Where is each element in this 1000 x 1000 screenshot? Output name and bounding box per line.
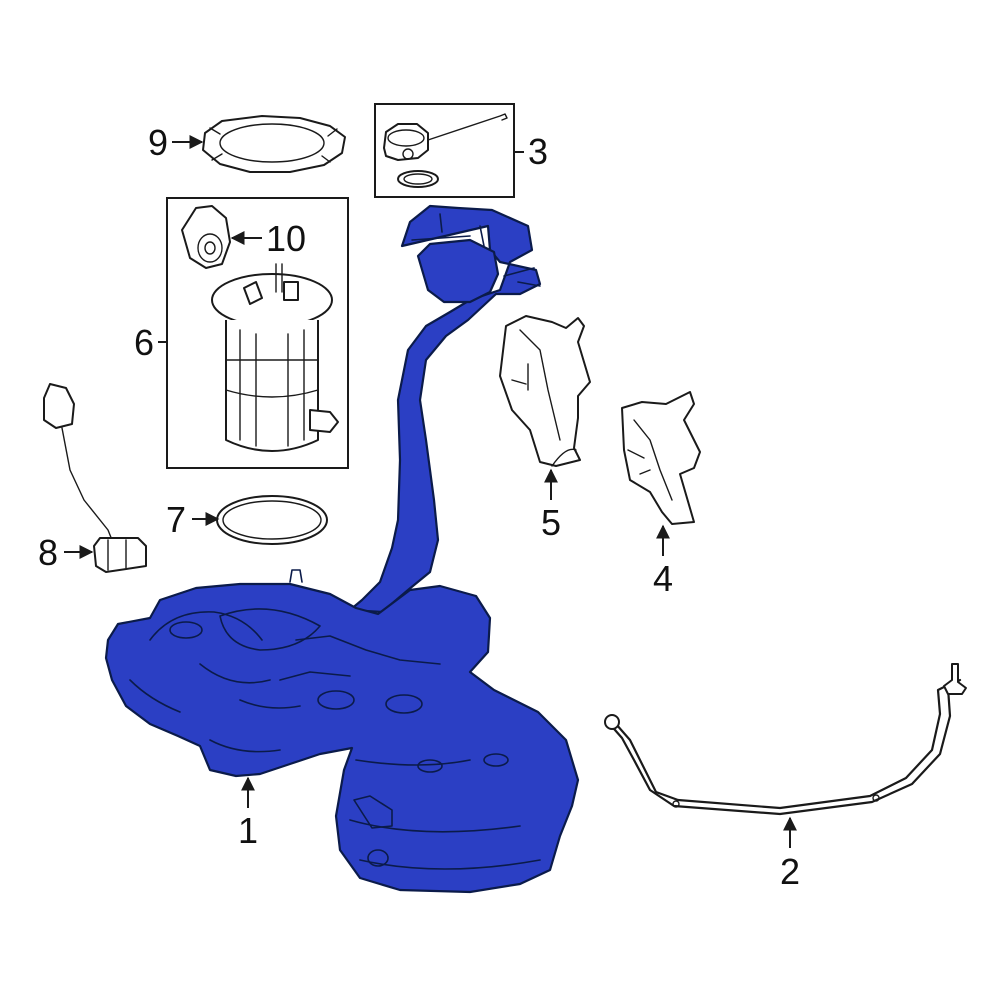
callout-8: 8 xyxy=(38,532,58,573)
callout-10: 10 xyxy=(266,218,306,259)
filler-neck-tube xyxy=(348,204,542,614)
tank-strap-part xyxy=(604,663,967,816)
fuel-cap-gasket-part xyxy=(397,170,439,188)
heat-shield-upper-part xyxy=(499,315,591,467)
fuel-pump-box xyxy=(166,197,349,469)
callout-7: 7 xyxy=(166,499,186,540)
heat-shield-lower-part xyxy=(621,391,701,525)
filler-neck-housing xyxy=(416,238,500,304)
fuel-tank-body xyxy=(104,582,580,894)
seal-part xyxy=(216,495,328,545)
callout-2: 2 xyxy=(780,851,800,892)
callout-6: 6 xyxy=(134,322,154,363)
callout-1: 1 xyxy=(238,810,258,851)
fuel-cap-box xyxy=(374,103,515,198)
level-sender-part xyxy=(43,383,147,573)
fuel-cap-part xyxy=(383,113,508,161)
callout-3: 3 xyxy=(528,131,548,172)
fuel-tank-assembly xyxy=(104,204,580,894)
callout-9: 9 xyxy=(148,122,168,163)
callout-4: 4 xyxy=(653,558,673,599)
fuel-pump-module-part xyxy=(211,263,339,452)
callout-5: 5 xyxy=(541,502,561,543)
lock-ring-part xyxy=(202,115,346,173)
pump-connector-part xyxy=(181,205,231,269)
